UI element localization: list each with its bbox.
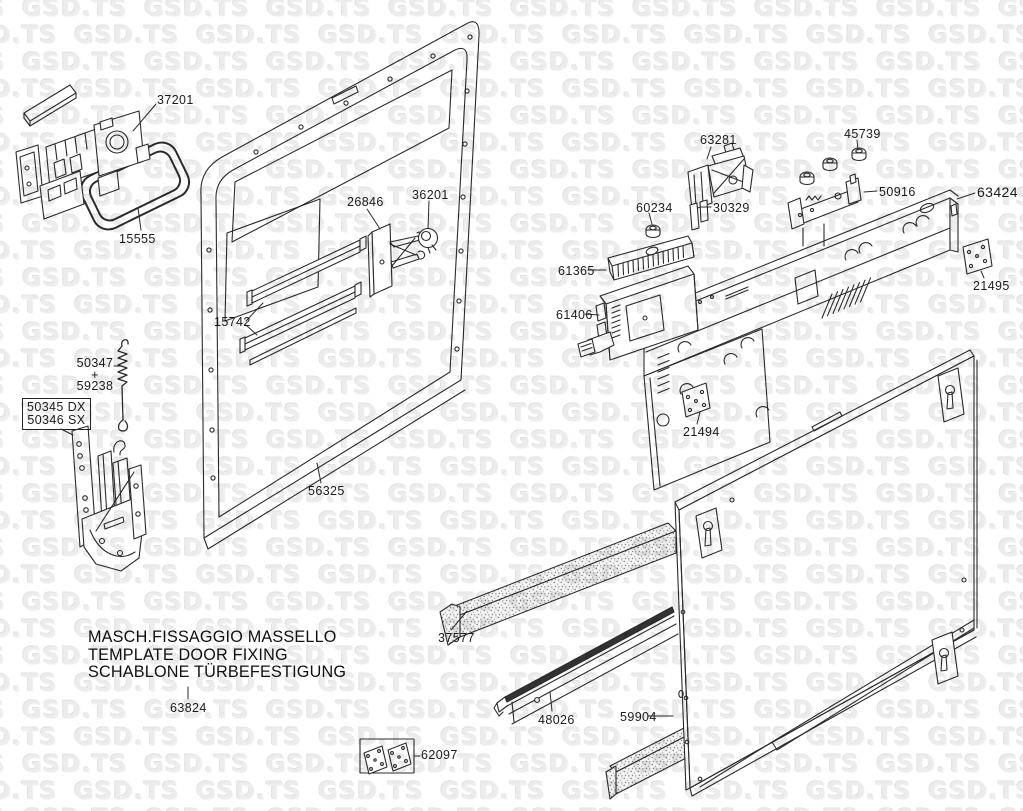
part-label-37201: 37201 (157, 93, 194, 107)
dispenser-cover-61365 (607, 235, 695, 281)
keyhole-slot-bottom-right (931, 631, 959, 685)
part-label-21494: 21494 (683, 425, 720, 439)
part-label-15742: 15742 (214, 315, 251, 329)
part-label-50345dx: 50345 DX (27, 400, 86, 414)
hinge-assembly (71, 425, 147, 572)
part-label-60234: 60234 (636, 201, 673, 215)
template-plates-62097 (359, 738, 415, 775)
part-label-59238: 59238 (76, 379, 114, 393)
part-label-63281: 63281 (700, 133, 737, 147)
part-label-63824: 63824 (170, 701, 207, 715)
latch-63281 (687, 142, 754, 231)
part-label-50347: 50347 (76, 356, 114, 370)
bracket-26846 (367, 223, 426, 298)
rail-48026 (493, 606, 679, 725)
part-label-61365: 61365 (558, 264, 595, 278)
part-label-26846: 26846 (347, 195, 384, 209)
part-label-21495: 21495 (973, 279, 1010, 293)
part-label-hinge-box: 50345 DX 50346 SX (22, 398, 91, 430)
part-label-48026: 48026 (538, 713, 575, 727)
foam-strip-bottom (605, 726, 693, 800)
plate-21495 (962, 238, 993, 275)
part-label-62097: 62097 (421, 748, 458, 762)
door-rails-15742 (239, 235, 367, 366)
part-label-56325: 56325 (308, 484, 345, 498)
rubber-caps-45739 (799, 147, 867, 186)
part-label-61406: 61406 (556, 308, 593, 322)
outer-door-panel-59904 (674, 349, 978, 797)
keyhole-slot-left (695, 507, 723, 559)
part-label-63424: 63424 (977, 184, 1018, 200)
part-label-50916: 50916 (879, 185, 916, 199)
spring-50347 (117, 339, 129, 432)
part-label-50346sx: 50346 SX (27, 413, 86, 427)
lock-assembly-37201 (15, 84, 151, 220)
plus-sign: + (91, 367, 99, 382)
title-line-german: SCHABLONE TÜRBEFESTIGUNG (88, 663, 347, 681)
title-line-italian: MASCH.FISSAGGIO MASSELLO (88, 628, 337, 646)
part-label-50347-59238: 50347 + 59238 (74, 356, 116, 393)
control-strip-63424 (643, 189, 959, 491)
hinge-receiver-50916 (787, 173, 862, 247)
inner-door-panel (200, 21, 480, 550)
title-line-english: TEMPLATE DOOR FIXING (88, 645, 288, 664)
part-label-30329: 30329 (713, 201, 750, 215)
plate-21494 (681, 382, 711, 418)
keyhole-slot-top-right (937, 367, 965, 423)
rubber-cap-60234 (645, 224, 661, 239)
template-title-block: MASCH.FISSAGGIO MASSELLO TEMPLATE DOOR F… (88, 628, 347, 682)
leader-lines (60, 103, 985, 757)
part-label-59904: 59904 (620, 710, 657, 724)
dispenser-61406 (577, 265, 699, 361)
part-label-45739: 45739 (844, 127, 881, 141)
part-label-36201: 36201 (412, 188, 449, 202)
foam-strip-37577 (439, 522, 677, 646)
part-label-37577: 37577 (438, 631, 475, 645)
part-label-15555: 15555 (119, 232, 156, 246)
